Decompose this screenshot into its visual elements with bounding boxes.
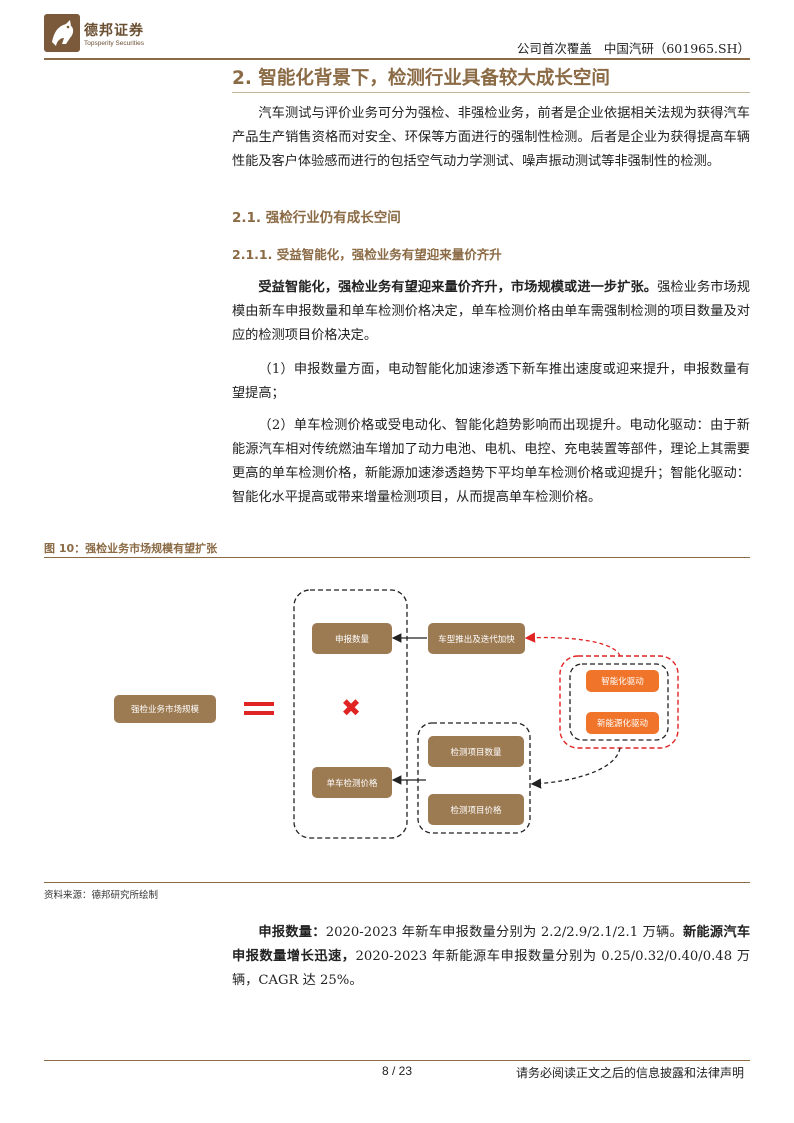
declare-count-box: 申报数量 [312,623,392,654]
subsection-title: 2.1. 强检行业仍有成长空间 [232,210,401,226]
drivers-black-inner-border [569,663,669,741]
logo-english-name: Topsperity Securities [84,40,144,47]
subsubsection-title: 2.1.1. 受益智能化，强检业务有望迎来量价齐升 [232,247,502,262]
arrow-black-to-test-items [530,747,621,789]
header-divider [44,58,750,60]
report-type: 公司首次覆盖 [516,41,592,56]
paragraph-1: 受益智能化，强检业务有望迎来量价齐升，市场规模或进一步扩张。强检业务市场规模由新… [232,276,750,348]
equals-sign [244,701,274,717]
market-scale-box: 强检业务市场规模 [114,695,216,723]
drivers-red-outer-border [559,655,679,749]
diagram-connectors [293,589,679,839]
unit-price-box: 单车检测价格 [312,767,392,798]
section-title-rule [232,92,750,93]
paragraph-3: （2）单车检测价格或受电动化、智能化趋势影响而出现提升。电动化驱动：由于新能源汽… [232,418,750,505]
figure-title: 图 10：强检业务市场规模有望扩张 [44,542,218,555]
multiplier-group-border [293,589,408,839]
times-sign: ✖ [340,694,362,722]
paragraph-1-lead: 受益智能化，强检业务有望迎来量价齐升，市场规模或进一步扩张。 [258,280,658,295]
model-speed-box: 车型推出及迭代加快 [428,623,525,654]
declare-data-lead: 申报数量： [258,925,326,940]
test-items-group-border [417,722,531,834]
logo-chinese-name: 德邦证券 [84,23,144,39]
intro-paragraph: 汽车测试与评价业务可分为强检、非强检业务，前者是企业依据相关法规为获得汽车产品生… [232,106,750,169]
declare-data-paragraph: 申报数量：2020-2023 年新车申报数量分别为 2.2/2.9/2.1/2.… [232,921,750,993]
deer-logo-icon [44,14,80,52]
page-number: 8 / 23 [381,1064,413,1078]
ev-declare-body: 2020-2023 年新能源车申报数量分别为 0.25/0.32/0.40/0.… [232,949,751,988]
figure-top-rule [44,557,750,558]
legal-disclaimer: 请务必阅读正文之后的信息披露和法律声明 [515,1066,744,1080]
arrow-red-to-model-speed [524,632,621,657]
ev-declare-lead: 新能源汽车申报数量增长迅速， [232,925,751,964]
figure-bottom-rule [44,882,750,883]
test-item-count-box: 检测项目数量 [428,736,524,767]
figure-source: 资料来源：德邦研究所绘制 [44,890,159,901]
footer-divider [44,1060,750,1061]
paragraph-1-body: 强检业务市场规模由新车申报数量和单车检测价格决定，单车检测价格由单车需强制检测的… [232,280,751,343]
market-scale-diagram: 强检业务市场规模 ✖ 申报数量 单车检测价格 车型推出及迭代加快 检测项目数量 … [44,560,750,880]
test-item-price-box: 检测项目价格 [428,794,524,825]
intelligent-drive-box: 智能化驱动 [586,670,659,692]
company-logo: 德邦证券 Topsperity Securities [44,14,154,54]
declare-data-body: 2020-2023 年新车申报数量分别为 2.2/2.9/2.1/2.1 万辆。 [325,925,683,940]
paragraph-2: （1）申报数量方面，电动智能化加速渗透下新车推出速度或迎来提升，申报数量有望提高… [232,362,750,401]
section-title: 2. 智能化背景下，检测行业具备较大成长空间 [232,68,610,89]
ev-drive-box: 新能源化驱动 [586,712,659,734]
company-ticker: 中国汽研（601965.SH） [603,41,750,56]
report-header-info: 公司首次覆盖 中国汽研（601965.SH） [517,38,750,57]
